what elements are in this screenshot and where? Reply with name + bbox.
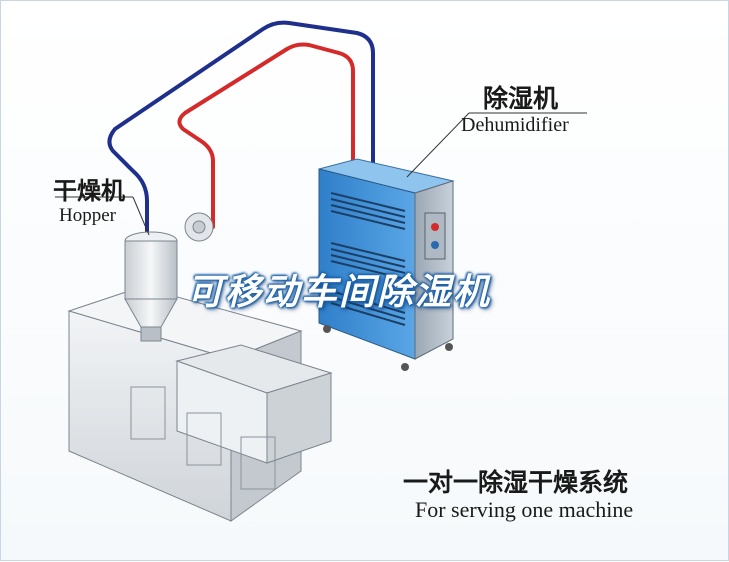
dehumidifier-label-en: Dehumidifier [461,114,569,136]
system-label-en: For serving one machine [415,497,634,522]
overlay-title: 可移动车间除湿机 [187,272,492,313]
dehumidifier-cabinet [318,158,455,371]
hopper-label-en: Hopper [59,205,116,226]
hopper-dryer [124,212,214,342]
injection-molding-machine [67,286,333,522]
return-air-pipe [107,20,375,233]
system-label-cn: 一对一除湿干燥系统 [403,468,629,497]
hopper-label-cn: 干燥机 [53,177,125,205]
hot-air-pipe [177,42,355,231]
dehumidifier-label-cn: 除湿机 [483,84,559,113]
